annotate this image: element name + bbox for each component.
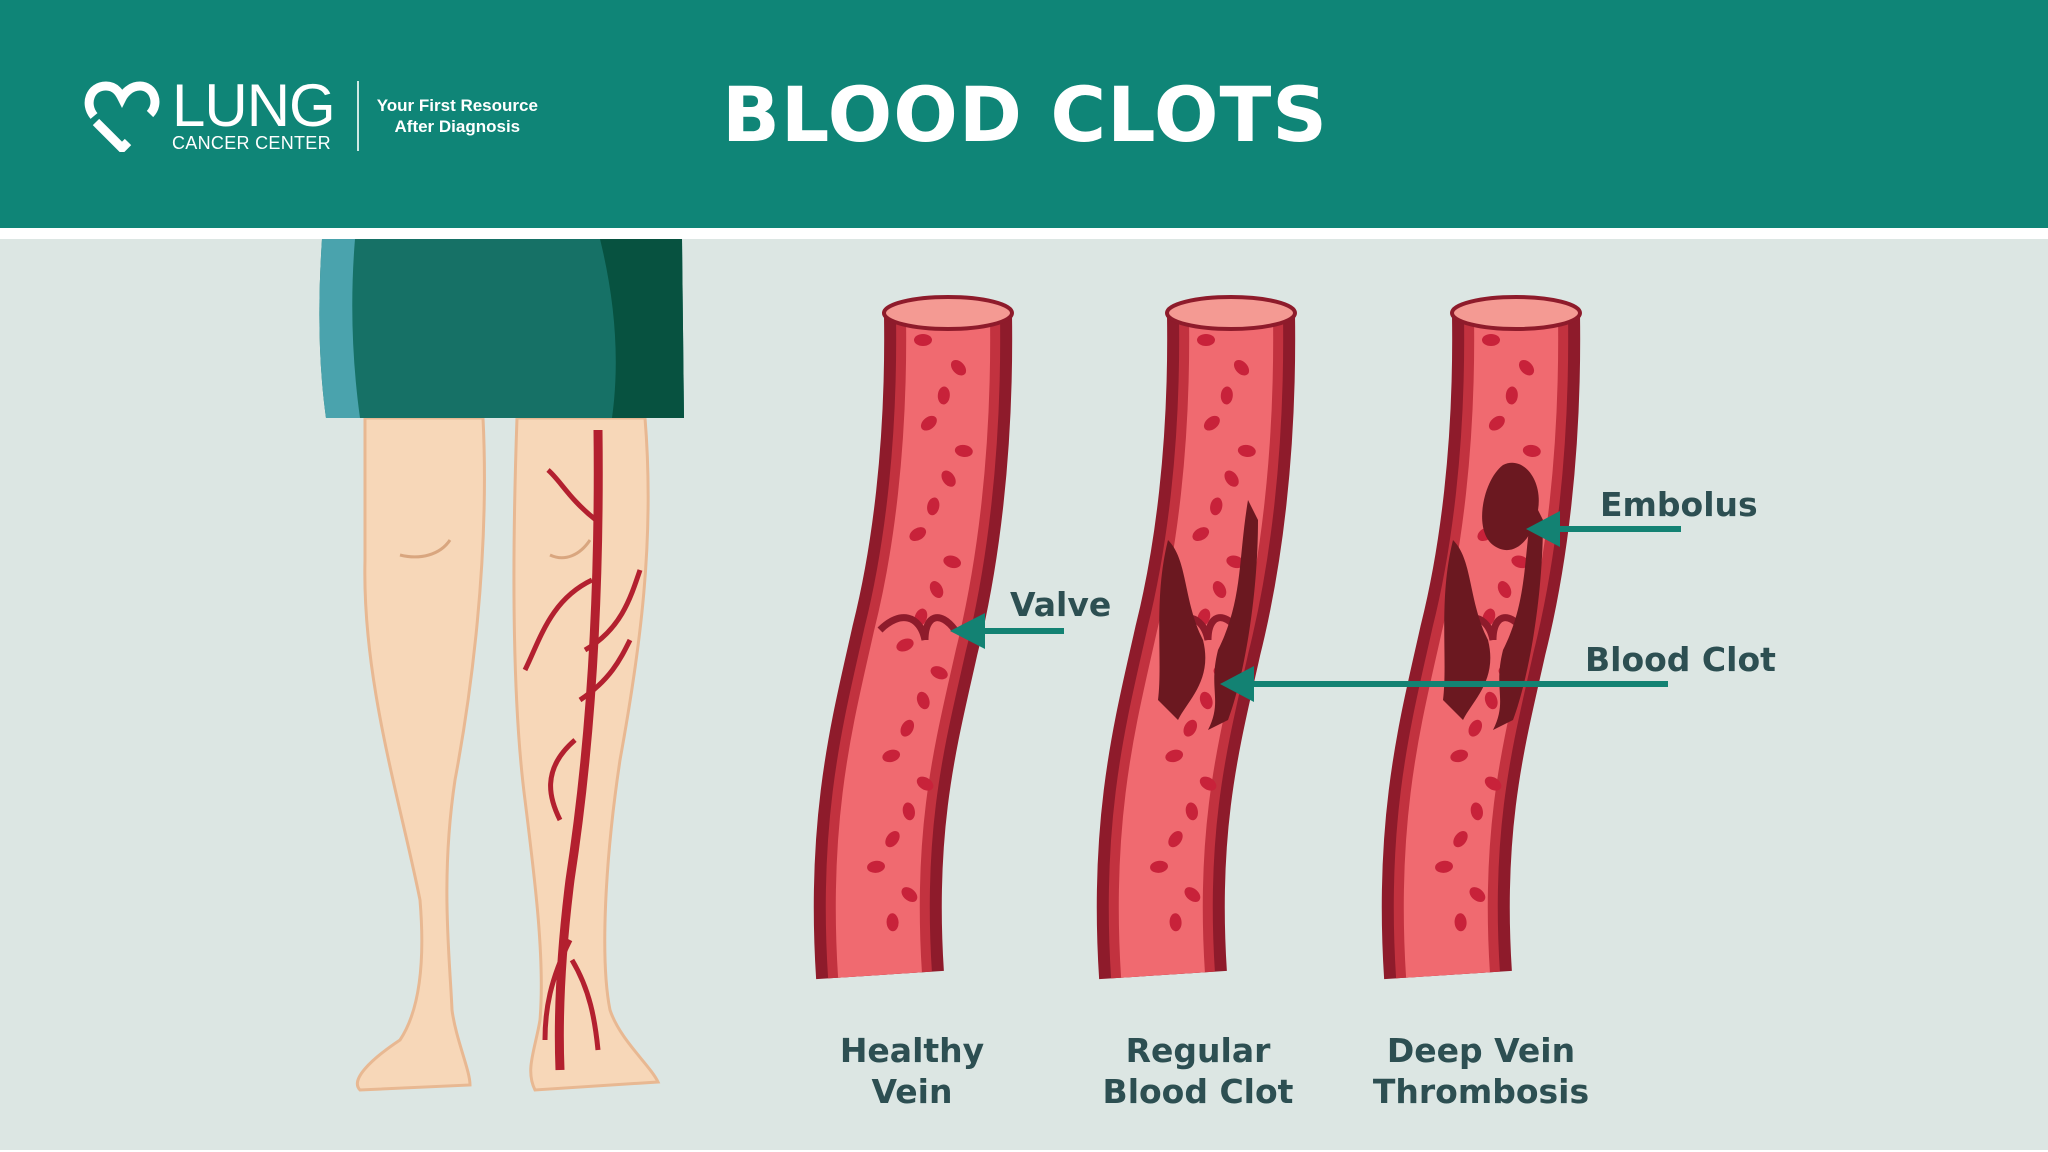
tagline-line-2: After Diagnosis [394,117,521,136]
logo-divider [356,81,359,151]
blood-clot-label: Blood Clot [1585,640,1776,679]
logo-tagline: Your First Resource After Diagnosis [377,95,538,137]
caption-line: Blood Clot [1102,1072,1294,1111]
logo-sub: CANCER CENTER [172,133,331,153]
caption-line: Deep Vein [1386,1031,1576,1070]
caption-line: Vein [871,1072,953,1111]
heart-logo-icon [84,81,160,152]
logo: LUNG CANCER CENTER Your First Resource A… [84,72,538,154]
healthy-vein-illustration [813,295,1014,980]
caption-line: Healthy [839,1031,985,1070]
logo-brand: LUNG [172,72,336,139]
tagline-line-1: Your First Resource [376,96,538,115]
page-title: BLOOD CLOTS [721,70,1329,159]
valve-label: Valve [1010,585,1112,624]
caption-regular-blood-clot: Regular Blood Clot [1048,1030,1348,1112]
skirt-illustration [319,239,684,418]
regular-clot-vein-illustration [1096,295,1297,980]
caption-healthy-vein: Healthy Vein [762,1030,1062,1112]
caption-line: Regular [1125,1031,1271,1070]
caption-deep-vein-thrombosis: Deep Vein Thrombosis [1331,1030,1631,1112]
legs-illustration [356,416,661,1092]
header: LUNG CANCER CENTER Your First Resource A… [0,0,2048,228]
dvt-vein-illustration [1381,295,1582,980]
arrows [950,511,1681,702]
embolus-label: Embolus [1600,485,1758,524]
leg-vein [554,429,603,1071]
caption-line: Thrombosis [1372,1072,1590,1111]
